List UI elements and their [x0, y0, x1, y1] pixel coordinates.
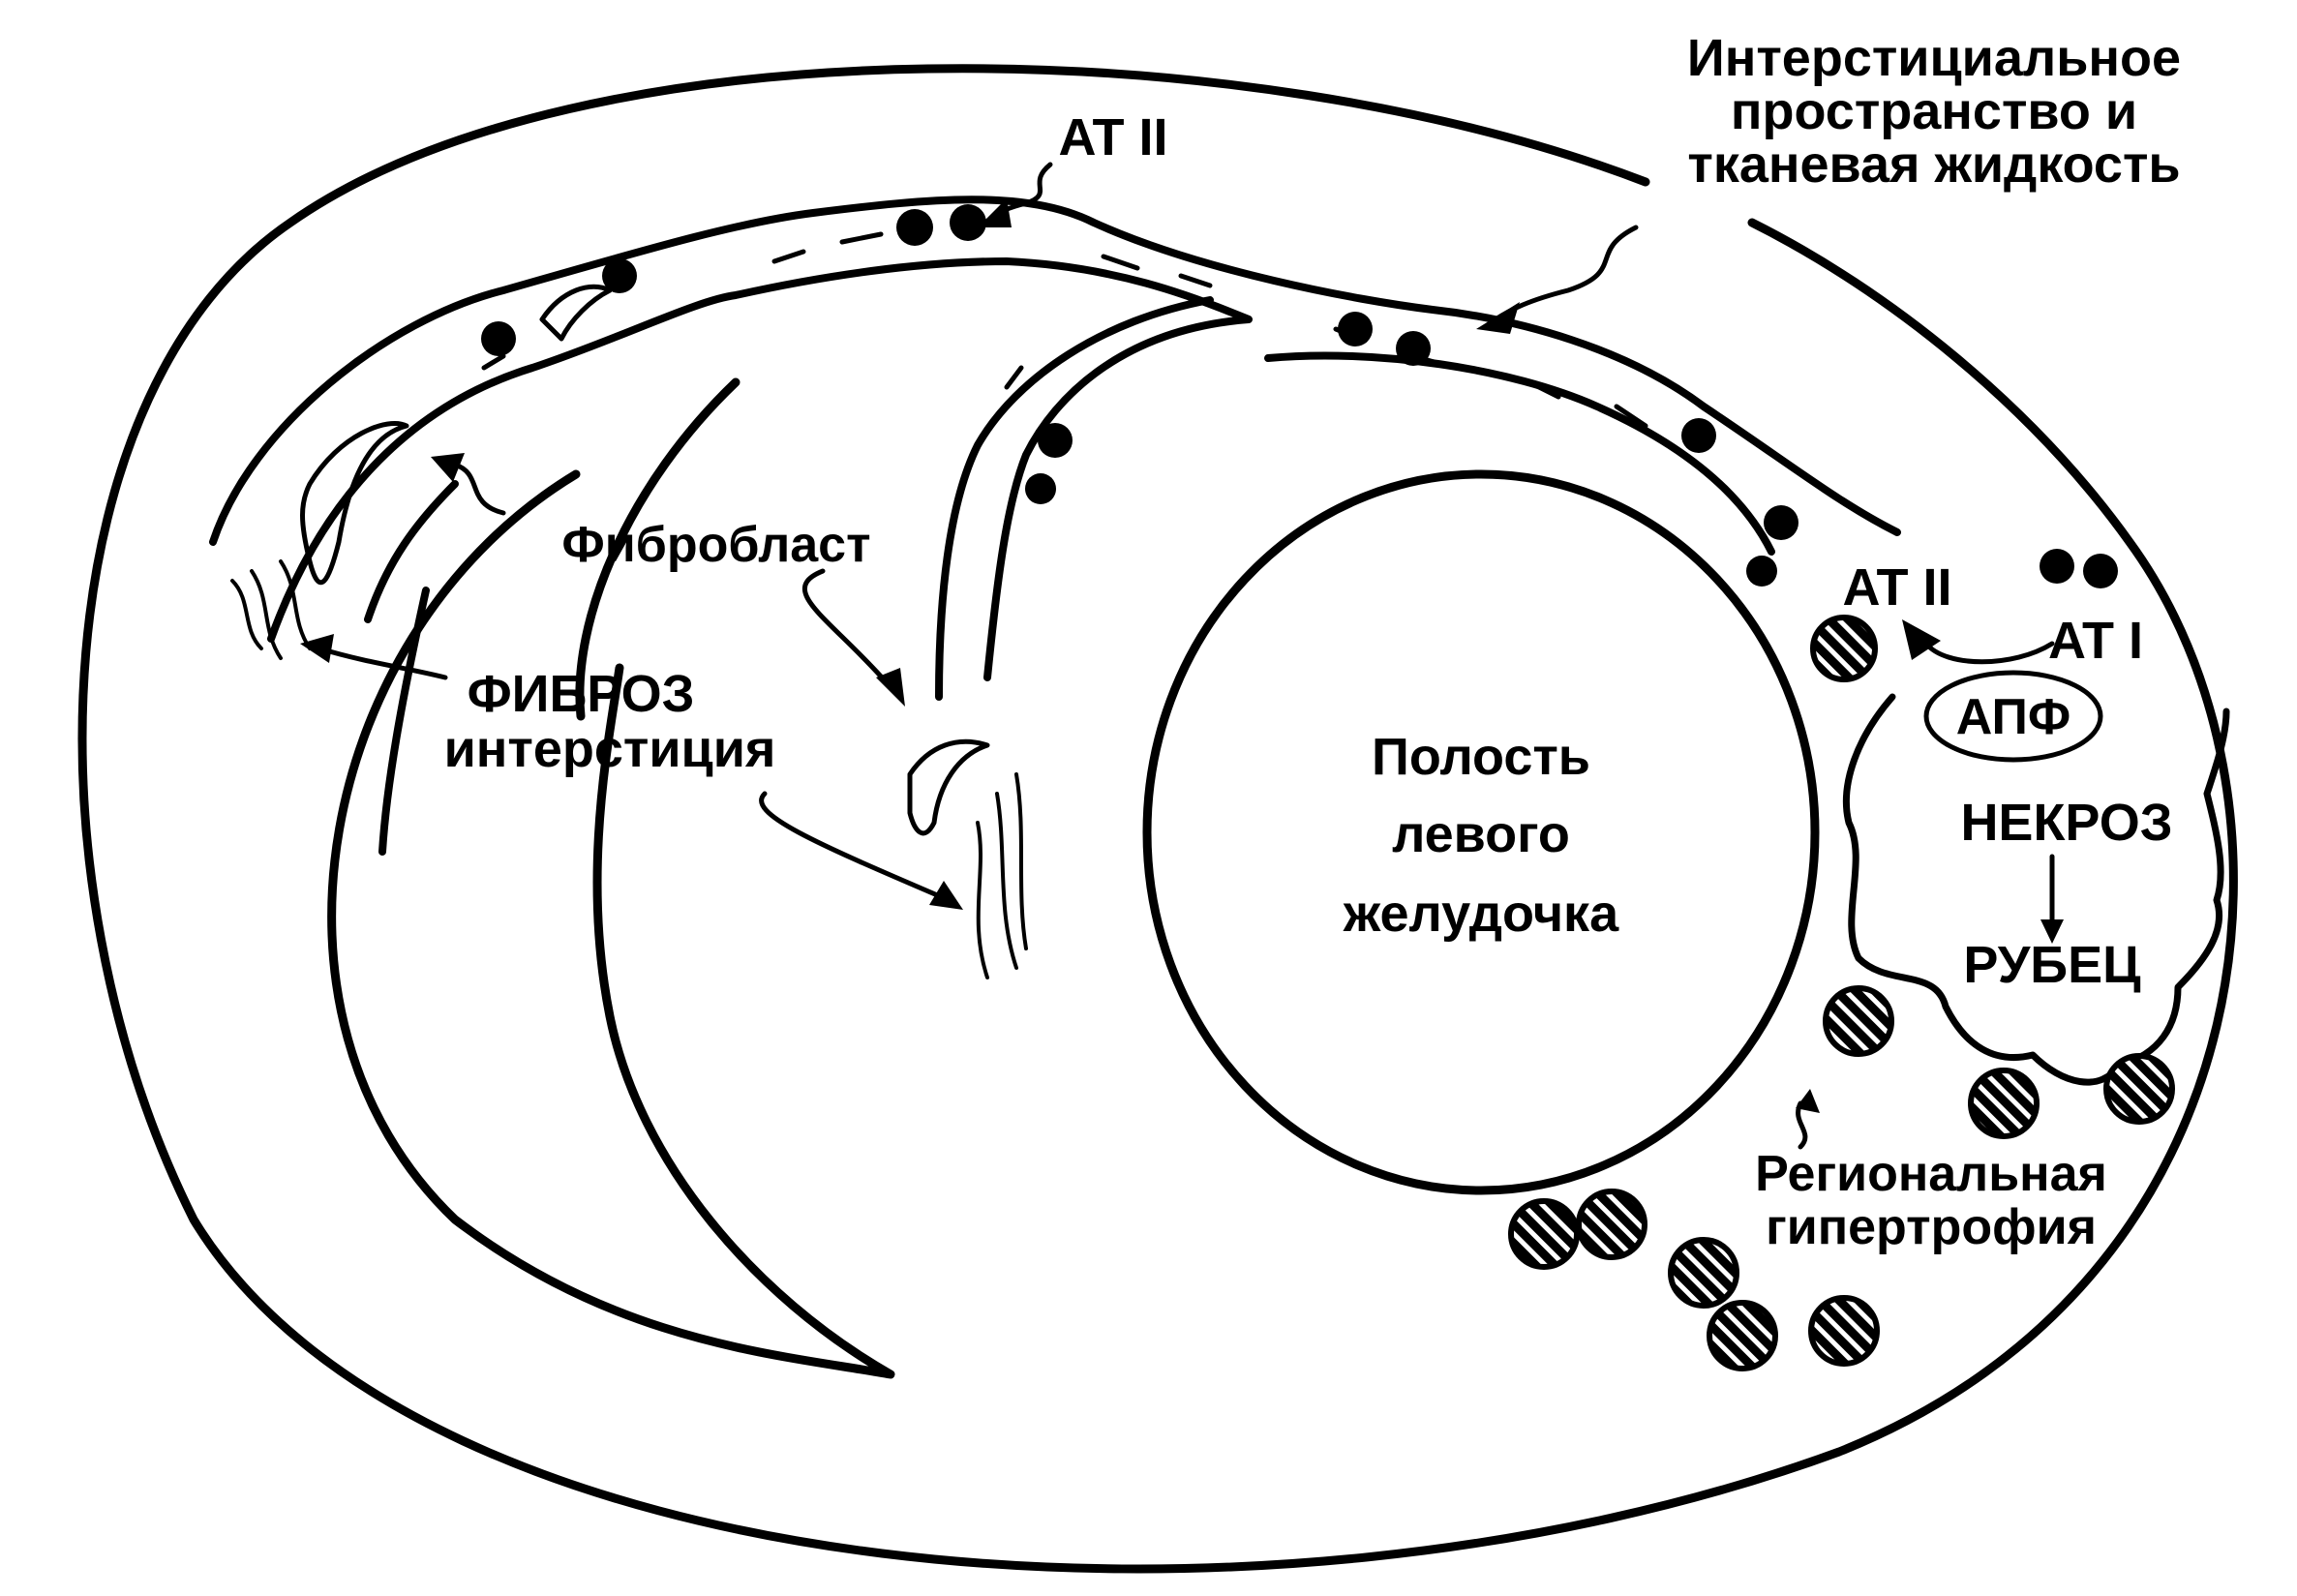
scar-label: РУБЕЦ — [1963, 936, 2141, 994]
hypertrophic-cells — [1508, 615, 2175, 1371]
crescent-inner-arc-2 — [378, 587, 430, 856]
cavity-label-line2: левого — [1392, 805, 1570, 863]
outer-heart-wall — [77, 64, 2238, 1574]
interstitial-channel-right — [1264, 351, 1775, 556]
interstitial-label-line2: пространство и — [1731, 82, 2137, 140]
fibrosis-label-line2: интерстиция — [444, 720, 776, 778]
hypertrophy-label-line2: гипертрофия — [1766, 1199, 2097, 1255]
fibroblast-cell-center — [907, 738, 990, 836]
necrosis-to-scar-arrowhead — [2040, 919, 2064, 944]
left-ventricle-cavity — [1142, 469, 1820, 1195]
fibrosis-fibers — [230, 559, 1028, 979]
crescent-outer-curve — [327, 469, 895, 1379]
at1-label: AT I — [2048, 612, 2143, 670]
fibroblast-cell-left — [300, 421, 409, 586]
interstitial-channel-upper — [209, 196, 1901, 546]
hypertrophy-label-line1: Региональная — [1755, 1146, 2107, 1202]
ace-ellipse — [1923, 670, 2103, 763]
cavity-label-line1: Полость — [1372, 728, 1590, 786]
interstitial-label-line3: тканевая жидкость — [1687, 136, 2180, 194]
fibrosis-label-line1: ФИБРОЗ — [468, 665, 695, 723]
interstitial-label-line1: Интерстициальное — [1687, 29, 2181, 87]
blood-cells — [481, 204, 2118, 588]
callout-arrows — [317, 162, 1808, 1150]
necrosis-scar-region — [1842, 693, 2230, 1086]
necrosis-label: НЕКРОЗ — [1960, 794, 2172, 852]
cavity-label-line3: желудочка — [1343, 885, 1619, 943]
crescent-inner-arc — [364, 480, 459, 623]
at1-to-at2-arrow — [1923, 641, 2055, 665]
interstitial-channel-lower — [267, 257, 1253, 681]
at2-right-label: AT II — [1843, 558, 1952, 617]
fibroblast-label: Фибробласт — [561, 517, 870, 573]
fibroblast-cell-top — [539, 284, 613, 342]
interstitial-channel-inner — [935, 296, 1214, 701]
right-ventricle-crescent — [575, 377, 740, 721]
at2-top-label: AT II — [1059, 108, 1168, 166]
at1-to-at2-arrowhead — [1902, 619, 1941, 660]
callout-arrowheads — [300, 198, 1820, 1113]
ace-label: АПФ — [1956, 689, 2071, 745]
